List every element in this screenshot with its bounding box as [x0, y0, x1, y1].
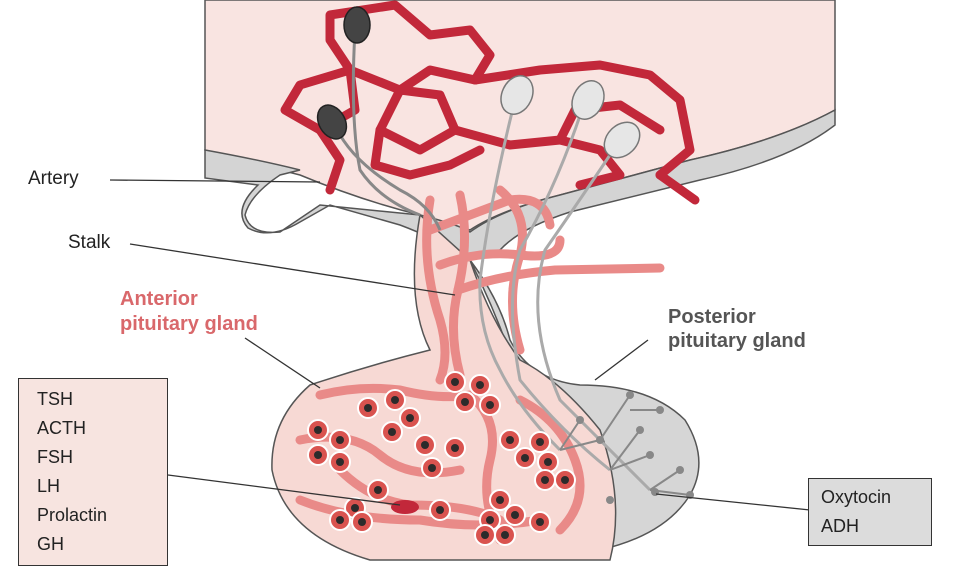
cell-nucleus — [391, 396, 399, 404]
cell-nucleus — [486, 401, 494, 409]
hypothalamic-neurons-dark — [316, 6, 442, 231]
cell-nucleus — [476, 381, 484, 389]
cell-nucleus — [336, 458, 344, 466]
cell-nucleus — [461, 398, 469, 406]
hormone-oxytocin: Oxytocin — [821, 487, 892, 507]
cell-nucleus — [406, 414, 414, 422]
cell-nucleus — [336, 516, 344, 524]
hypothalamic-neurons-light — [478, 75, 694, 504]
label-posterior-line2: pituitary gland — [668, 330, 806, 352]
anterior-hormones-box: TSH ACTH FSH LH Prolactin GH — [18, 378, 168, 566]
anterior-lobe — [271, 213, 617, 561]
cell-nucleus — [364, 404, 372, 412]
cell-nucleus — [481, 531, 489, 539]
cell-nucleus — [511, 511, 519, 519]
cell-nucleus — [521, 454, 529, 462]
cell-nucleus — [428, 464, 436, 472]
hormone-acth: ACTH — [37, 418, 86, 438]
posterior-hormones-box: Oxytocin ADH — [808, 478, 932, 546]
cell-nucleus — [314, 426, 322, 434]
cell-nucleus — [536, 518, 544, 526]
hypothalamic-capillaries — [280, 0, 700, 205]
cell-nucleus — [314, 451, 322, 459]
cell-nucleus — [336, 436, 344, 444]
anterior-cells — [307, 371, 576, 546]
label-anterior-line2: pituitary gland — [120, 313, 258, 335]
cell-nucleus — [496, 496, 504, 504]
cell-nucleus — [421, 441, 429, 449]
cell-nucleus — [501, 531, 509, 539]
hormone-fsh: FSH — [37, 447, 73, 467]
secreting-cell — [391, 500, 419, 514]
label-anterior-line1: Anterior — [120, 288, 198, 310]
cell-nucleus — [541, 476, 549, 484]
hormone-lh: LH — [37, 476, 61, 496]
hormone-prolactin: Prolactin — [37, 505, 108, 525]
hormone-gh: GH — [37, 534, 64, 554]
cell-nucleus — [436, 506, 444, 514]
cell-nucleus — [351, 504, 359, 512]
leader-lines — [109, 179, 811, 511]
cell-nucleus — [506, 436, 514, 444]
cell-nucleus — [536, 438, 544, 446]
cell-nucleus — [486, 516, 494, 524]
cell-nucleus — [388, 428, 396, 436]
cell-nucleus — [544, 458, 552, 466]
label-artery: Artery — [28, 168, 79, 189]
cell-nucleus — [358, 518, 366, 526]
cell-nucleus — [451, 444, 459, 452]
cell-nucleus — [561, 476, 569, 484]
label-posterior-line1: Posterior — [668, 306, 756, 328]
hormone-tsh: TSH — [37, 389, 73, 409]
hormone-adh: ADH — [821, 516, 860, 536]
cell-nucleus — [451, 378, 459, 386]
label-stalk: Stalk — [68, 232, 111, 253]
cell-nucleus — [374, 486, 382, 494]
